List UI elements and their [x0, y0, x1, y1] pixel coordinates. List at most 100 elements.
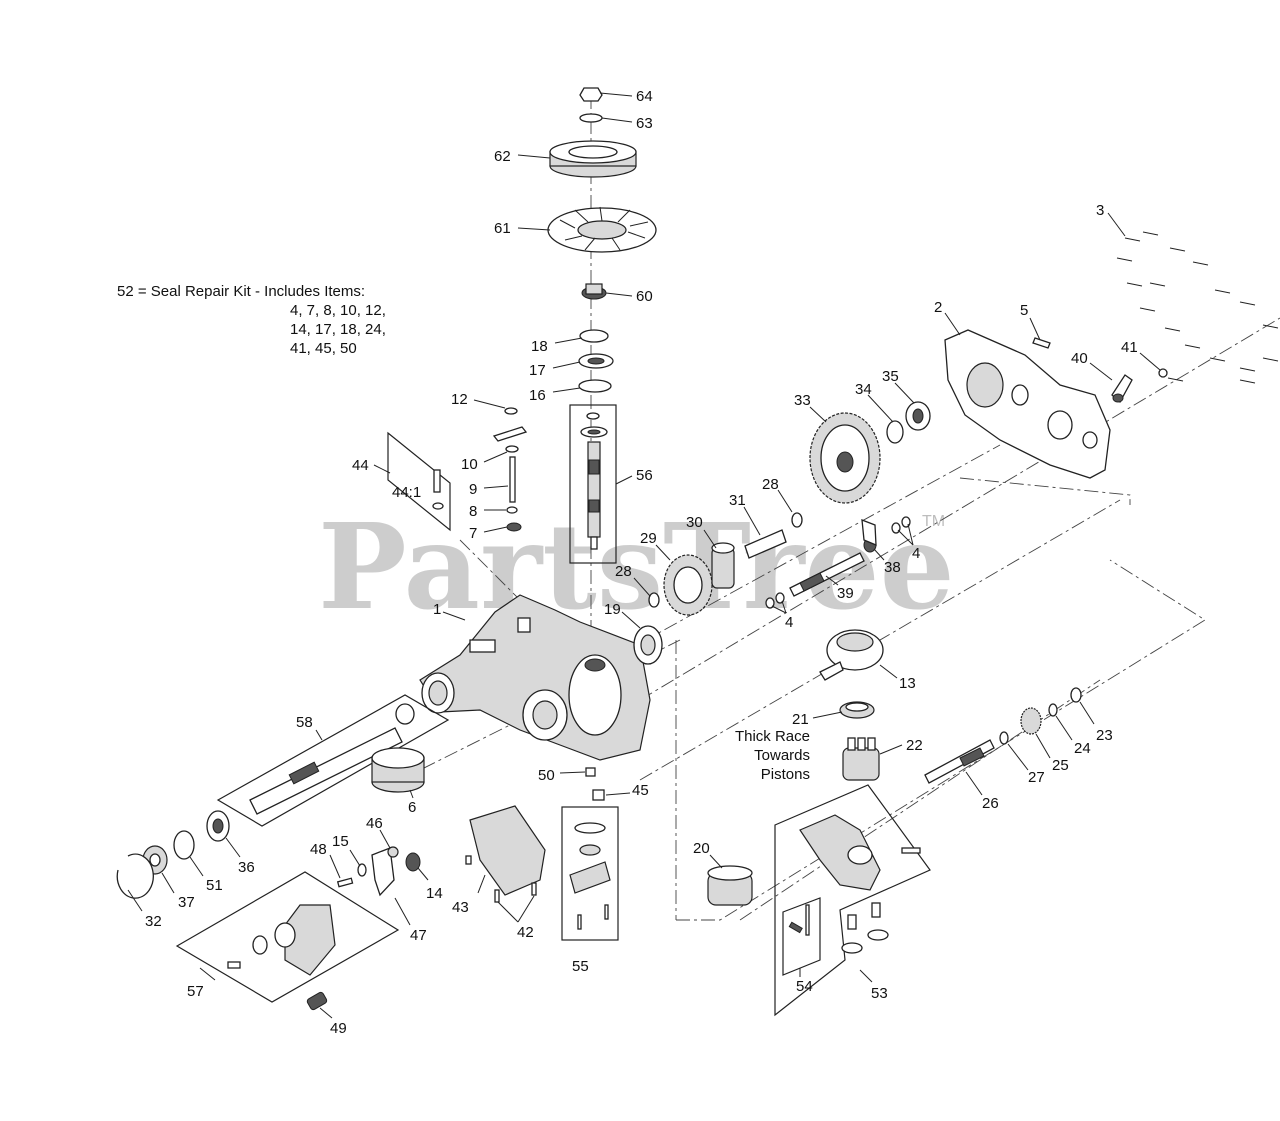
part-10-lever[interactable] — [492, 426, 528, 453]
label-16[interactable]: 16 — [529, 387, 546, 404]
label-45[interactable]: 45 — [632, 782, 649, 799]
label-28-upper[interactable]: 28 — [762, 476, 779, 493]
label-22[interactable]: 22 — [906, 737, 923, 754]
label-4-upper[interactable]: 4 — [912, 545, 920, 562]
part-5-bolt[interactable] — [1032, 337, 1051, 349]
part-21-thrust-race[interactable] — [839, 701, 875, 719]
label-43[interactable]: 43 — [452, 899, 469, 916]
label-1[interactable]: 1 — [433, 601, 441, 618]
label-33[interactable]: 33 — [794, 392, 811, 409]
part-62-pulley[interactable] — [549, 140, 637, 178]
label-5[interactable]: 5 — [1020, 302, 1028, 319]
label-40[interactable]: 40 — [1071, 350, 1088, 367]
part-12-washer[interactable] — [504, 407, 518, 415]
part-35-bearing[interactable] — [905, 401, 931, 431]
part-2-cover[interactable] — [944, 329, 1111, 479]
label-10[interactable]: 10 — [461, 456, 478, 473]
label-26[interactable]: 26 — [982, 795, 999, 812]
part-13-swashplate[interactable] — [819, 629, 884, 681]
label-41[interactable]: 41 — [1121, 339, 1138, 356]
part-29-gear[interactable] — [663, 554, 713, 616]
part-14-seal[interactable] — [405, 852, 421, 872]
label-46[interactable]: 46 — [366, 815, 383, 832]
label-62[interactable]: 62 — [494, 148, 511, 165]
label-49[interactable]: 49 — [330, 1020, 347, 1037]
label-25[interactable]: 25 — [1052, 757, 1069, 774]
label-15[interactable]: 15 — [332, 833, 349, 850]
part-28-washer-upper[interactable] — [791, 512, 803, 528]
part-43-bracket[interactable] — [465, 805, 546, 896]
label-12[interactable]: 12 — [451, 391, 468, 408]
part-28-washer-lower[interactable] — [648, 592, 660, 608]
part-4-seals-lower[interactable] — [765, 592, 785, 609]
part-49-spring[interactable] — [306, 991, 328, 1011]
part-16-ring[interactable] — [578, 379, 612, 393]
label-9[interactable]: 9 — [469, 481, 477, 498]
label-42[interactable]: 42 — [517, 924, 534, 941]
label-56[interactable]: 56 — [636, 467, 653, 484]
part-7-seal[interactable] — [506, 522, 522, 532]
label-35[interactable]: 35 — [882, 368, 899, 385]
label-44[interactable]: 44 — [352, 457, 369, 474]
label-34[interactable]: 34 — [855, 381, 872, 398]
label-57[interactable]: 57 — [187, 983, 204, 1000]
label-48[interactable]: 48 — [310, 841, 327, 858]
part-50-plug[interactable] — [585, 767, 596, 777]
label-63[interactable]: 63 — [636, 115, 653, 132]
label-58[interactable]: 58 — [296, 714, 313, 731]
part-20-cylinder-block[interactable] — [707, 865, 753, 906]
part-17-bearing[interactable] — [578, 353, 614, 369]
label-4-lower[interactable]: 4 — [785, 614, 793, 631]
label-8[interactable]: 8 — [469, 503, 477, 520]
part-9-pin[interactable] — [509, 456, 516, 503]
part-61-fan[interactable] — [547, 206, 657, 253]
part-15-spacer[interactable] — [357, 863, 367, 877]
part-6-filter[interactable] — [371, 747, 425, 793]
label-28-lower[interactable]: 28 — [615, 563, 632, 580]
label-50[interactable]: 50 — [538, 767, 555, 784]
part-39-shaft[interactable] — [789, 552, 865, 597]
part-36-bearing[interactable] — [206, 810, 230, 842]
part-18-ring[interactable] — [579, 329, 609, 343]
label-24[interactable]: 24 — [1074, 740, 1091, 757]
label-20[interactable]: 20 — [693, 840, 710, 857]
label-21[interactable]: 21 — [792, 711, 809, 728]
part-3-bolts[interactable] — [1116, 231, 1279, 384]
part-27-washer[interactable] — [999, 731, 1009, 745]
part-34-ring[interactable] — [886, 420, 904, 444]
part-1-housing[interactable] — [419, 594, 651, 761]
part-25-gear[interactable] — [1020, 707, 1042, 735]
part-58-axle[interactable] — [249, 703, 415, 815]
label-54[interactable]: 54 — [796, 978, 813, 995]
part-60-hub[interactable] — [581, 283, 607, 300]
part-8-oring[interactable] — [506, 506, 518, 514]
label-55[interactable]: 55 — [572, 958, 589, 975]
label-23[interactable]: 23 — [1096, 727, 1113, 744]
label-51[interactable]: 51 — [206, 877, 223, 894]
label-37[interactable]: 37 — [178, 894, 195, 911]
label-3[interactable]: 3 — [1096, 202, 1104, 219]
part-47-bracket[interactable] — [371, 847, 395, 897]
part-19-bearing[interactable] — [633, 625, 663, 665]
part-32-retaining-ring[interactable] — [116, 853, 154, 899]
part-33-bull-gear[interactable] — [809, 412, 881, 504]
part-63-washer[interactable] — [579, 113, 603, 123]
label-6[interactable]: 6 — [408, 799, 416, 816]
label-64[interactable]: 64 — [636, 88, 653, 105]
part-23-washer[interactable] — [1070, 687, 1082, 703]
part-22-cylinder-block[interactable] — [842, 737, 880, 781]
label-17[interactable]: 17 — [529, 362, 546, 379]
part-46-washer[interactable] — [387, 846, 399, 858]
label-18[interactable]: 18 — [531, 338, 548, 355]
label-27[interactable]: 27 — [1028, 769, 1045, 786]
label-29[interactable]: 29 — [640, 530, 657, 547]
part-30-pinion[interactable] — [711, 542, 735, 589]
label-2[interactable]: 2 — [934, 299, 942, 316]
label-32[interactable]: 32 — [145, 913, 162, 930]
part-48-bolt[interactable] — [336, 877, 354, 888]
part-26-motor-shaft[interactable] — [924, 739, 995, 784]
label-38[interactable]: 38 — [884, 559, 901, 576]
part-41-nut[interactable] — [1158, 368, 1168, 378]
part-31-sleeve[interactable] — [744, 529, 787, 559]
part-40-arm[interactable] — [1111, 374, 1133, 404]
